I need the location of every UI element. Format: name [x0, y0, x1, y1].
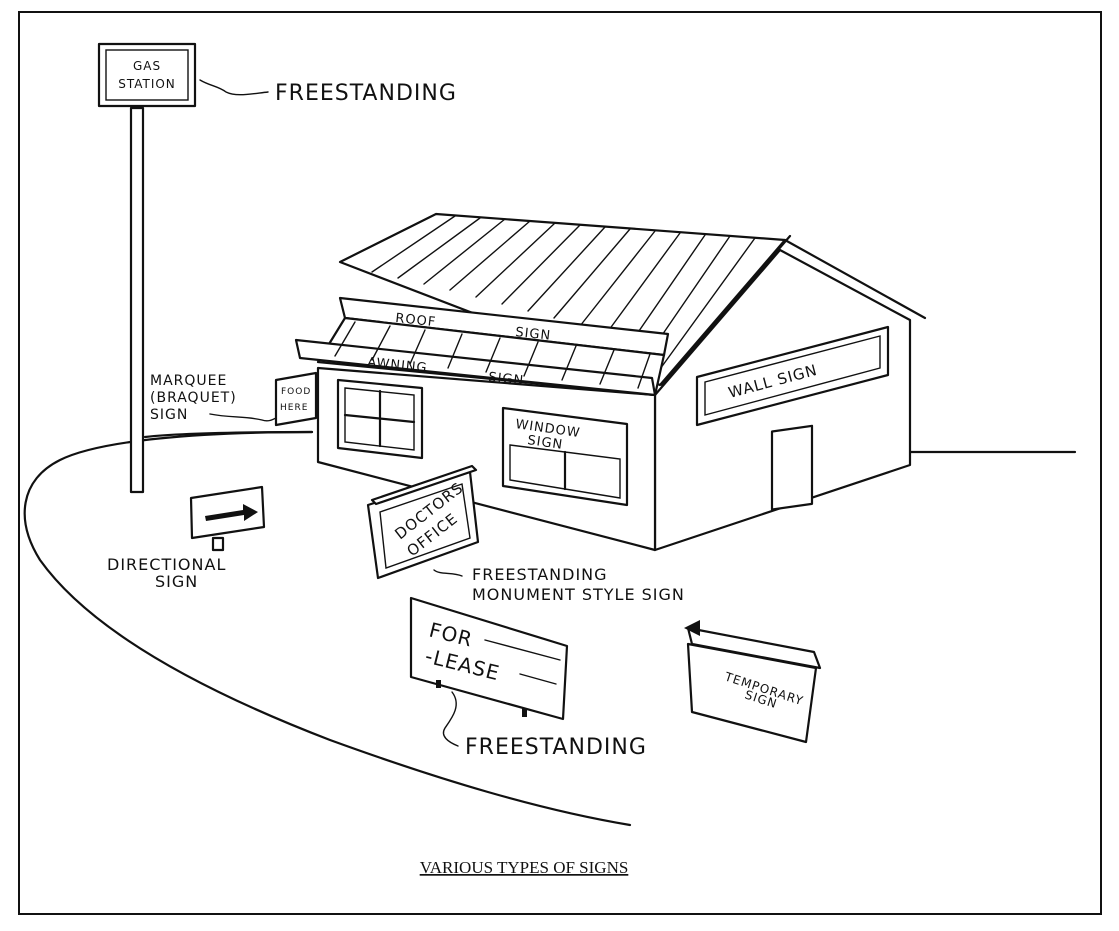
awning-sign-word2: SIGN: [488, 370, 525, 389]
gas-station-line2: STATION: [118, 77, 176, 91]
food-here-line1: FOOD: [281, 387, 311, 397]
monument-label-line2: MONUMENT STYLE SIGN: [472, 585, 685, 604]
gas-station-pole-sign: GAS STATION: [97, 42, 197, 494]
roof-stripes: [371, 215, 756, 377]
directional-sign: [189, 485, 266, 552]
monument-leader: [433, 569, 463, 577]
building: ROOF SIGN AWNING SIGN: [274, 212, 927, 552]
temporary-sign: TEMPORARY SIGN: [684, 620, 822, 744]
marquee-label-line1: MARQUEE: [150, 373, 227, 389]
diagram-caption: VARIOUS TYPES OF SIGNS: [420, 858, 629, 877]
ground-lines: [23, 430, 1077, 827]
directional-label-line1: DIRECTIONAL: [107, 555, 226, 574]
freestanding-top-leader: [199, 79, 269, 96]
food-here-line2: HERE: [280, 403, 308, 413]
freestanding-bottom-leader: [442, 691, 459, 747]
awning-sign-word1: AWNING: [367, 355, 429, 376]
directional-label-line2: SIGN: [155, 572, 198, 591]
freestanding-top-label: FREESTANDING: [275, 81, 457, 106]
monument-sign: DOCTORS OFFICE: [366, 464, 480, 580]
for-lease-sign: FOR -LEASE: [409, 596, 569, 721]
marquee-label-line3: SIGN: [150, 407, 188, 423]
gas-station-line1: GAS: [133, 59, 161, 73]
wall-sign: WALL SIGN: [695, 325, 890, 427]
left-window: [336, 378, 424, 460]
right-window: [501, 406, 629, 507]
freestanding-bottom-label: FREESTANDING: [465, 735, 647, 760]
page-frame: [18, 11, 1102, 915]
awning-stripes: [334, 321, 651, 389]
window-sign-line2: SIGN: [526, 433, 564, 453]
monument-label-line1: FREESTANDING: [472, 565, 608, 584]
marquee-leader: [209, 413, 277, 422]
marquee-sign: FOOD HERE: [274, 371, 318, 427]
marquee-label-line2: (BRAQUET): [150, 390, 237, 406]
